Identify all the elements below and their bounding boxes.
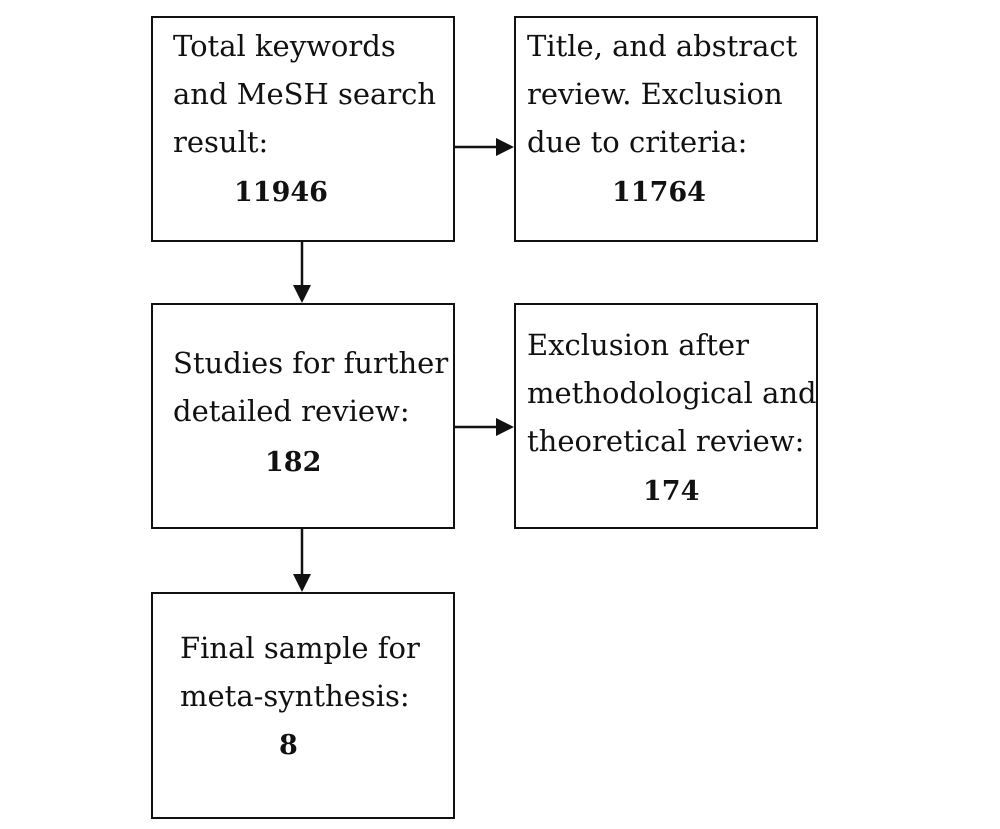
screening-exclusion-box: Title, and abstract review. Exclusion du… (514, 16, 818, 242)
final-sample-box: Final sample for meta-synthesis: 8 (151, 592, 455, 819)
methodological-exclusion-count: 174 (643, 476, 700, 507)
detailed-review-line-1: Studies for further (173, 346, 449, 380)
screening-exclusion-count: 11764 (612, 177, 706, 208)
detailed-review-box: Studies for further detailed review: 182 (151, 303, 455, 529)
screening-exclusion-line-2: review. Exclusion (527, 77, 783, 111)
search-result-box: Total keywords and MeSH search result: 1… (151, 16, 455, 242)
search-result-line-2: and MeSH search (173, 77, 437, 111)
arrow-search-to-detailed-review (293, 242, 311, 303)
arrow-detailed-review-to-methodological-exclusion (455, 418, 514, 436)
methodological-exclusion-line-1: Exclusion after (527, 328, 749, 362)
final-sample-line-2: meta-synthesis: (180, 679, 410, 713)
search-result-line-3: result: (173, 125, 269, 159)
search-result-count: 11946 (234, 177, 328, 208)
final-sample-count: 8 (279, 730, 298, 761)
search-result-line-1: Total keywords (173, 29, 396, 63)
detailed-review-count: 182 (265, 447, 322, 478)
arrow-detailed-review-to-final-sample (293, 529, 311, 592)
arrow-search-to-screening-exclusion (455, 138, 514, 156)
methodological-exclusion-line-2: methodological and (527, 376, 817, 410)
screening-exclusion-line-1: Title, and abstract (527, 29, 798, 63)
methodological-exclusion-box: Exclusion after methodological and theor… (514, 303, 818, 529)
detailed-review-line-2: detailed review: (173, 394, 410, 428)
final-sample-line-1: Final sample for (180, 631, 420, 665)
screening-exclusion-line-3: due to criteria: (527, 125, 748, 159)
methodological-exclusion-line-3: theoretical review: (527, 424, 805, 458)
